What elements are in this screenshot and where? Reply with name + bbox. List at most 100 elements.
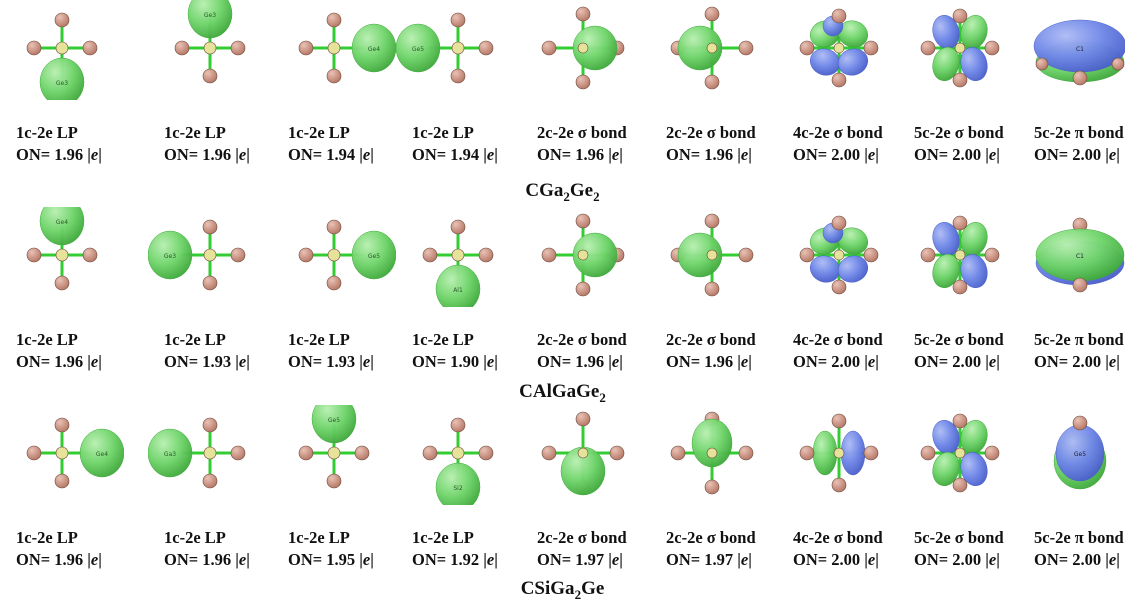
atom-c bbox=[706, 249, 718, 261]
occupation-number: ON= 1.95 |e| bbox=[288, 550, 374, 569]
molecule-formula: CGa2Ge2 bbox=[525, 180, 600, 204]
atom-ge bbox=[450, 219, 466, 235]
bond-type-label: 5c-2e π bond bbox=[1034, 123, 1124, 142]
atom-ge bbox=[82, 247, 98, 263]
occupation-number: ON= 1.96 |e| bbox=[16, 352, 102, 371]
orbital-isosurface: Ge3 bbox=[174, 0, 246, 84]
atom-c bbox=[577, 447, 589, 459]
orbital-isosurface: Si2 bbox=[422, 417, 494, 505]
occupation-number: ON= 1.90 |e| bbox=[412, 352, 498, 371]
orbital-lobe-green bbox=[148, 230, 193, 280]
orbital-isosurface: Ge3 bbox=[148, 219, 246, 291]
occupation-number: ON= 1.94 |e| bbox=[288, 145, 374, 164]
atom-ge bbox=[575, 6, 591, 22]
atom-ge bbox=[952, 72, 968, 88]
atom-label: Al1 bbox=[453, 287, 463, 294]
orbital-cell: Al1 1c-2e LP ON= 1.90 |e| bbox=[396, 207, 519, 382]
atom-ge bbox=[704, 6, 720, 22]
molecule-formula: CAlGaGe2 bbox=[519, 381, 606, 405]
bond-type-label: 1c-2e LP bbox=[288, 123, 350, 142]
atom-ge bbox=[82, 40, 98, 56]
orbital-lobe-green bbox=[79, 428, 124, 478]
orbital-isosurface: Ge5 bbox=[396, 12, 494, 84]
atom-c bbox=[327, 248, 341, 262]
bond-type-label: 5c-2e σ bond bbox=[914, 528, 1004, 547]
occupation-number: ON= 1.93 |e| bbox=[288, 352, 374, 371]
atom-ge bbox=[670, 445, 686, 461]
atom-ge bbox=[450, 417, 466, 433]
bond-type-label: 1c-2e LP bbox=[288, 330, 350, 349]
atom-ge bbox=[920, 40, 936, 56]
atom-ge bbox=[26, 40, 42, 56]
atom-ge bbox=[920, 445, 936, 461]
atom-label: Ge5 bbox=[412, 46, 424, 53]
orbital-lobe-green bbox=[560, 446, 606, 496]
atom-label: Ge5 bbox=[1074, 451, 1086, 458]
orbital-lobe-green bbox=[311, 405, 357, 444]
atom-ge bbox=[1111, 57, 1125, 71]
bond-type-label: 4c-2e σ bond bbox=[793, 330, 883, 349]
orbital-isosurface: Ge5 bbox=[1053, 415, 1107, 490]
orbital-lobe-green bbox=[435, 264, 481, 307]
bond-type-label: 5c-2e σ bond bbox=[914, 123, 1004, 142]
bond-type-label: 1c-2e LP bbox=[412, 123, 474, 142]
orbital-isosurface bbox=[541, 411, 625, 496]
occupation-number: ON= 1.96 |e| bbox=[537, 352, 623, 371]
atom-ge bbox=[831, 215, 847, 231]
atom-c bbox=[203, 41, 217, 55]
atom-ge bbox=[422, 445, 438, 461]
atom-c bbox=[55, 446, 69, 460]
orbital-isosurface bbox=[541, 6, 625, 90]
atom-c bbox=[451, 41, 465, 55]
occupation-number: ON= 2.00 |e| bbox=[914, 145, 1000, 164]
occupation-number: ON= 1.97 |e| bbox=[666, 550, 752, 569]
atom-ge bbox=[831, 8, 847, 24]
atom-label: Ge5 bbox=[368, 253, 380, 260]
atom-ge bbox=[738, 40, 754, 56]
bond-type-label: 1c-2e LP bbox=[16, 330, 78, 349]
orbital-lobe-green bbox=[351, 230, 396, 280]
orbital-lobe-green bbox=[812, 430, 838, 476]
atom-ge bbox=[863, 247, 879, 263]
atom-ge bbox=[704, 281, 720, 297]
atom-ge bbox=[952, 215, 968, 231]
orbital-isosurface bbox=[920, 413, 1000, 493]
orbital-lobe-green bbox=[932, 46, 960, 82]
bond-type-label: 1c-2e LP bbox=[16, 528, 78, 547]
atom-c bbox=[55, 248, 69, 262]
orbital-isosurface: Ge3 bbox=[26, 12, 98, 100]
atom-ge bbox=[799, 247, 815, 263]
atom-ge bbox=[1035, 57, 1049, 71]
atom-ge bbox=[230, 40, 246, 56]
occupation-number: ON= 1.96 |e| bbox=[16, 550, 102, 569]
orbital-lobe-blue bbox=[840, 430, 866, 476]
atom-ge bbox=[738, 445, 754, 461]
atom-ge bbox=[984, 445, 1000, 461]
atom-ge bbox=[609, 445, 625, 461]
atom-ge bbox=[1072, 70, 1088, 86]
atom-label: C1 bbox=[1076, 253, 1084, 260]
atom-ge bbox=[704, 74, 720, 90]
bond-type-label: 1c-2e LP bbox=[412, 330, 474, 349]
atom-c bbox=[833, 249, 845, 261]
occupation-number: ON= 1.97 |e| bbox=[537, 550, 623, 569]
atom-ge bbox=[831, 279, 847, 295]
atom-label: Ge3 bbox=[164, 253, 176, 260]
bond-type-label: 2c-2e σ bond bbox=[666, 528, 756, 547]
atom-ge bbox=[230, 247, 246, 263]
atom-ge bbox=[863, 445, 879, 461]
atom-ge bbox=[54, 417, 70, 433]
